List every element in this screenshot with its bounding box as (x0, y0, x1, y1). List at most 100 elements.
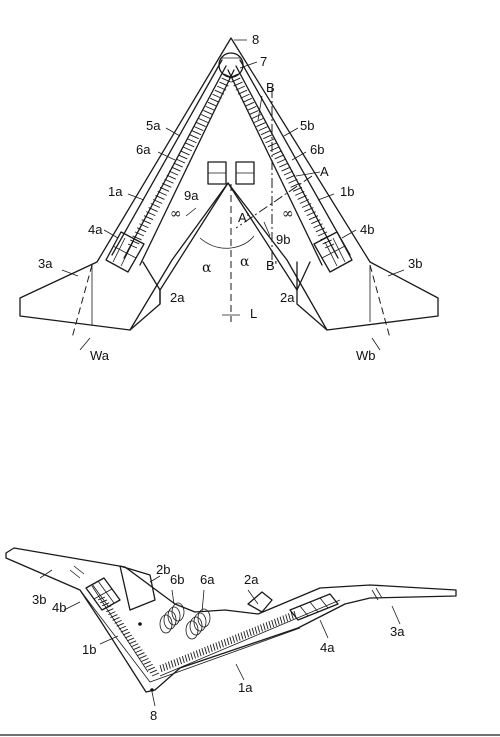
seat-row-mark (173, 659, 177, 667)
label-A-prime: A' (238, 210, 249, 225)
seat-row-mark (141, 657, 149, 662)
seat-row-mark (198, 649, 202, 657)
seat-row-mark (262, 623, 266, 631)
seat-row-mark (212, 643, 216, 651)
seat-row-mark (219, 81, 229, 87)
seat-row-mark (207, 645, 210, 653)
p-label-4a: 4a (320, 640, 335, 655)
label-4b: 4b (360, 222, 374, 237)
seat-row-mark (134, 231, 145, 237)
seat-row-mark (130, 239, 140, 245)
seat-row-mark (276, 158, 287, 164)
seat-row-mark (285, 614, 289, 622)
p-label-6a: 6a (200, 572, 215, 587)
seat-row-mark (141, 219, 151, 225)
seat-row-mark (282, 615, 286, 623)
label-4a: 4a (88, 222, 103, 237)
seat-row-mark (237, 89, 248, 95)
seat-row-mark (152, 199, 163, 204)
fin-right (296, 261, 311, 291)
label-5a: 5a (146, 118, 161, 133)
seat-row-mark (317, 231, 328, 237)
seat-row-mark (244, 101, 255, 107)
seat-row-mark (209, 644, 213, 652)
seat-row-mark (97, 596, 106, 601)
perspective-cargo-4b-lines (91, 580, 115, 607)
perspective-winglet-3a (371, 587, 383, 601)
seat-row-mark (281, 166, 291, 172)
p-label-1b: 1b (82, 642, 96, 657)
seat-row-mark (229, 636, 233, 644)
label-A: A (320, 164, 329, 179)
perspective-inner-edge (79, 589, 301, 683)
coil-6a-4 (197, 608, 211, 628)
seat-row-mark (306, 211, 316, 217)
coil-6a-3 (185, 620, 199, 640)
perspective-seat-rows-1b (97, 596, 160, 677)
seat-row-mark (126, 637, 135, 642)
cargo-grid-right-lines (321, 237, 346, 267)
seat-row-mark (187, 653, 191, 661)
seat-row-mark (210, 97, 220, 103)
label-7: 7 (260, 54, 267, 69)
seat-row-mark (258, 126, 268, 132)
p-label-6b: 6b (170, 572, 184, 587)
label-1b: 1b (340, 184, 354, 199)
seat-row-mark (203, 110, 213, 115)
seat-row-mark (254, 626, 258, 634)
seat-row-mark (166, 174, 177, 180)
seat-row-mark (193, 651, 196, 659)
seat-row-mark (165, 662, 169, 670)
section-line-A (235, 175, 313, 229)
seat-row-mark (232, 635, 236, 643)
cargo-grid-left-lines (112, 237, 137, 267)
label-3b: 3b (408, 256, 422, 271)
seat-row-mark (233, 81, 243, 87)
perspective-fin-2a (247, 591, 273, 613)
perspective-wing-outline (5, 547, 457, 693)
p-label-4b: 4b (52, 600, 66, 615)
seat-row-mark (287, 613, 291, 621)
perspective-winglet-3b (69, 565, 85, 579)
seat-row-mark (187, 138, 197, 144)
seat-row-mark (195, 650, 199, 658)
perspective-view: 2b 3b 6b 6a 2a 4b 3a 1b 4a 1a 8 (5, 547, 457, 723)
p-label-2a: 2a (244, 572, 259, 587)
leader-lines-bottom (39, 569, 401, 707)
symbol-infinity-left: ∞ (170, 206, 182, 222)
seat-row-mark (304, 207, 314, 212)
seat-row-mark (221, 77, 231, 83)
seat-row-mark (265, 138, 275, 144)
cabin-tube-left-outer (111, 59, 223, 256)
seat-row-mark (240, 93, 250, 99)
seat-row-mark (220, 640, 224, 648)
seat-row-mark (247, 105, 257, 111)
seat-row-mark (133, 646, 141, 651)
seat-row-mark (315, 227, 326, 233)
seat-row-mark (299, 199, 310, 204)
seat-row-mark (106, 608, 114, 613)
seat-row-mark (175, 158, 186, 164)
perspective-dot-nose (150, 688, 154, 692)
seat-row-mark (162, 663, 166, 671)
seat-row-mark (145, 663, 153, 668)
label-9a: 9a (184, 188, 199, 203)
seat-row-mark (251, 627, 255, 635)
coil-6a-2 (189, 616, 203, 636)
label-B-prime: B' (266, 258, 277, 273)
seat-row-mark (173, 162, 183, 168)
engine-coil-6a (185, 608, 211, 640)
seat-row-mark (257, 625, 261, 633)
seat-row-mark (148, 207, 158, 212)
seat-row-mark (223, 639, 227, 647)
seat-row-mark (136, 227, 147, 233)
label-alpha-right: α (240, 254, 250, 270)
seat-row-mark (191, 130, 202, 136)
coil-6b-3 (159, 614, 173, 634)
seat-row-mark (139, 655, 147, 659)
label-B: B (266, 80, 275, 95)
seat-row-mark (149, 669, 158, 674)
seat-row-mark (292, 186, 303, 192)
span-line-Wb (369, 264, 391, 339)
seat-row-mark (288, 178, 298, 184)
